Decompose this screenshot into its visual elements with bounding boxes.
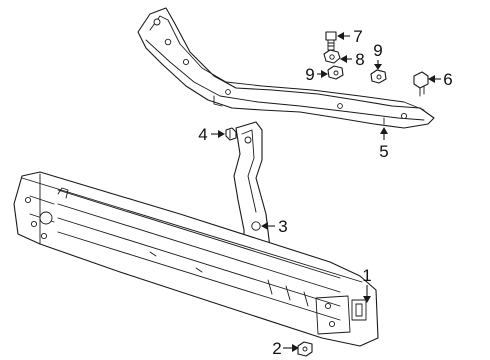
callout-5: 5 [379, 142, 388, 161]
nut-9-left [327, 65, 344, 80]
impact-bar [13, 171, 379, 347]
bolt-7 [325, 31, 337, 51]
nut-9-right [370, 69, 387, 84]
callout-7: 7 [353, 27, 362, 46]
push-pin-4 [225, 127, 237, 141]
leader-lines [211, 32, 441, 352]
upper-tie-bar [137, 7, 435, 129]
clip-2 [297, 341, 313, 357]
nut-8 [323, 49, 341, 64]
callout-6: 6 [443, 70, 452, 89]
callout-4: 4 [198, 125, 207, 144]
callout-2: 2 [272, 339, 281, 358]
callout-9a: 9 [305, 65, 314, 84]
bolt-6 [413, 71, 429, 97]
callout-3: 3 [278, 217, 287, 236]
callout-9b: 9 [373, 41, 382, 60]
callout-8: 8 [355, 50, 364, 69]
callout-1: 1 [362, 266, 371, 285]
